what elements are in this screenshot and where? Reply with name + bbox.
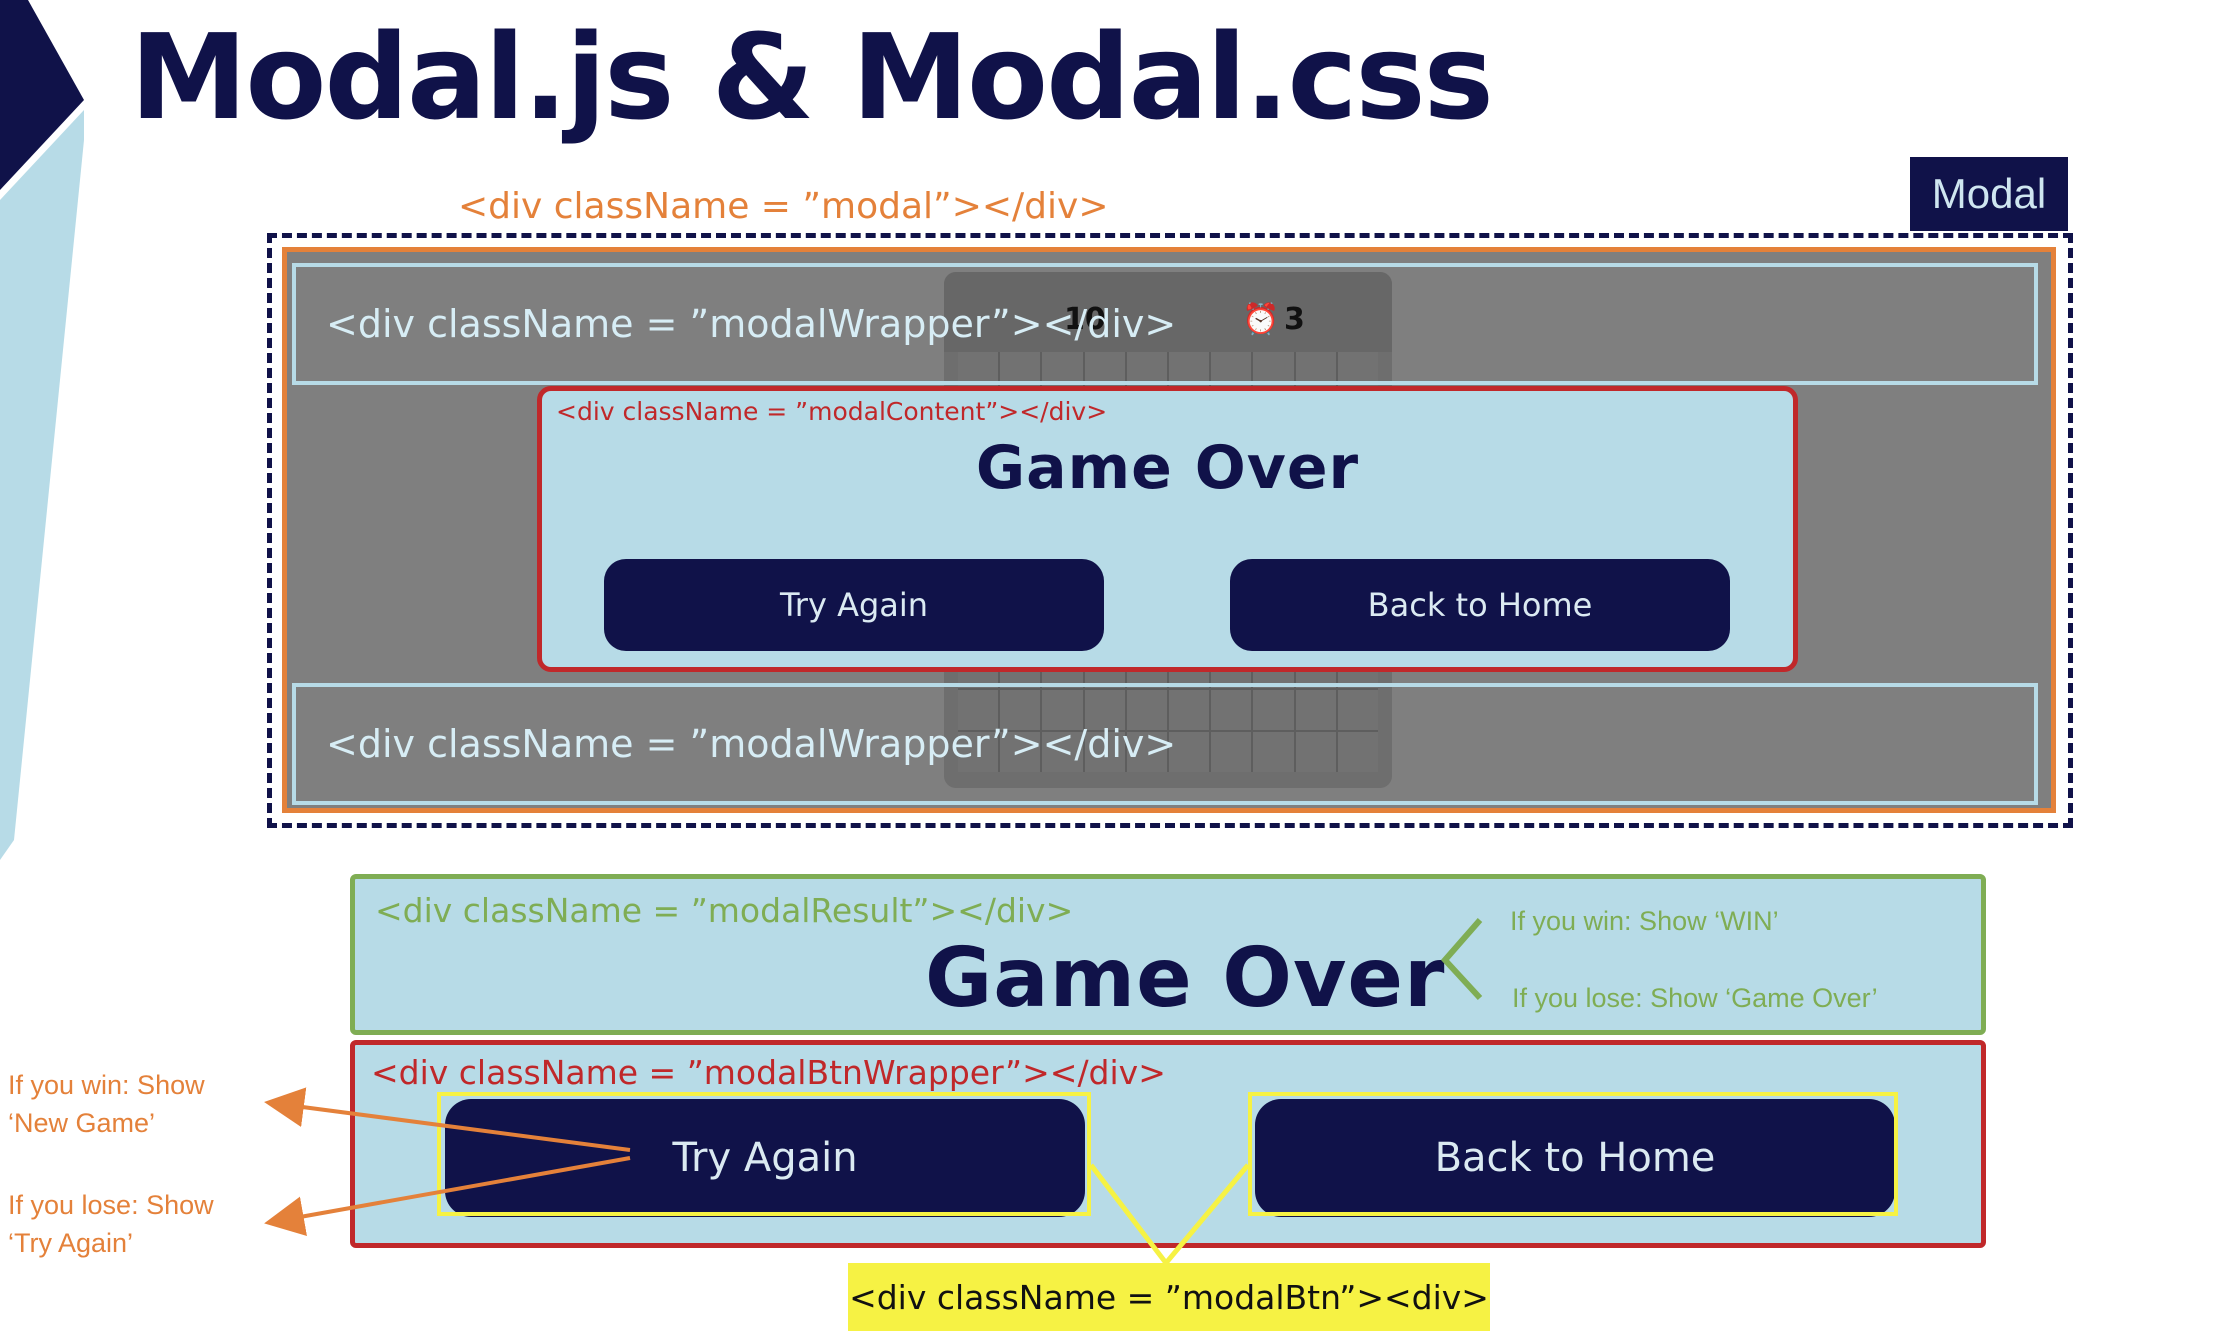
modal-result: <div className = ”modalResult”></div> Ga… [350, 874, 1986, 1035]
modal-btn-caption: <div className = ”modalBtn”><div> [848, 1263, 1490, 1331]
left-win-note: If you win: Show ‘New Game’ [8, 1066, 205, 1142]
try-again-button[interactable]: Try Again [604, 559, 1104, 651]
left-lose-line-1: If you lose: Show [8, 1190, 214, 1220]
modal-content-caption: <div className = ”modalContent”></div> [556, 397, 1108, 426]
mine-counter: 10 [1064, 302, 1106, 337]
modal-result-caption: <div className = ”modalResult”></div> [375, 891, 1074, 930]
left-win-line-1: If you win: Show [8, 1070, 205, 1100]
back-to-home-button[interactable]: Back to Home [1230, 559, 1730, 651]
modal-tag: Modal [1910, 157, 2068, 231]
left-lose-line-2: ‘Try Again’ [8, 1228, 134, 1258]
modal-btn-highlight-right [1248, 1092, 1898, 1216]
board-header: 10 ⏰ 3 [944, 272, 1392, 352]
game-over-result: Game Over [925, 931, 1446, 1026]
win-note: If you win: Show ‘WIN’ [1510, 906, 1779, 936]
modal-outline [267, 233, 2073, 828]
modal-caption: <div className = ”modal”></div> [458, 186, 1109, 227]
modal-content: <div className = ”modalContent”></div> G… [537, 386, 1798, 672]
lose-note: If you lose: Show ‘Game Over’ [1512, 983, 1878, 1013]
modal-btn-highlight-left [437, 1092, 1091, 1216]
side-accent-light [0, 110, 84, 860]
clock-icon: ⏰ [1242, 303, 1280, 336]
modal-btn-wrapper-caption: <div className = ”modalBtnWrapper”></div… [371, 1053, 1166, 1092]
back-to-home-button-large[interactable]: Back to Home [1255, 1099, 1895, 1217]
timer: 3 [1284, 302, 1305, 337]
slide-title: Modal.js & Modal.css [130, 8, 1494, 146]
left-win-line-2: ‘New Game’ [8, 1108, 156, 1138]
left-lose-note: If you lose: Show ‘Try Again’ [8, 1186, 214, 1262]
modal-wrapper-bottom: <div className = ”modalWrapper”></div> [292, 683, 2038, 805]
side-accent-arrow [0, 0, 84, 190]
modal-wrapper-top: <div className = ”modalWrapper”></div> [292, 263, 2038, 385]
game-over-heading: Game Over [975, 433, 1360, 503]
